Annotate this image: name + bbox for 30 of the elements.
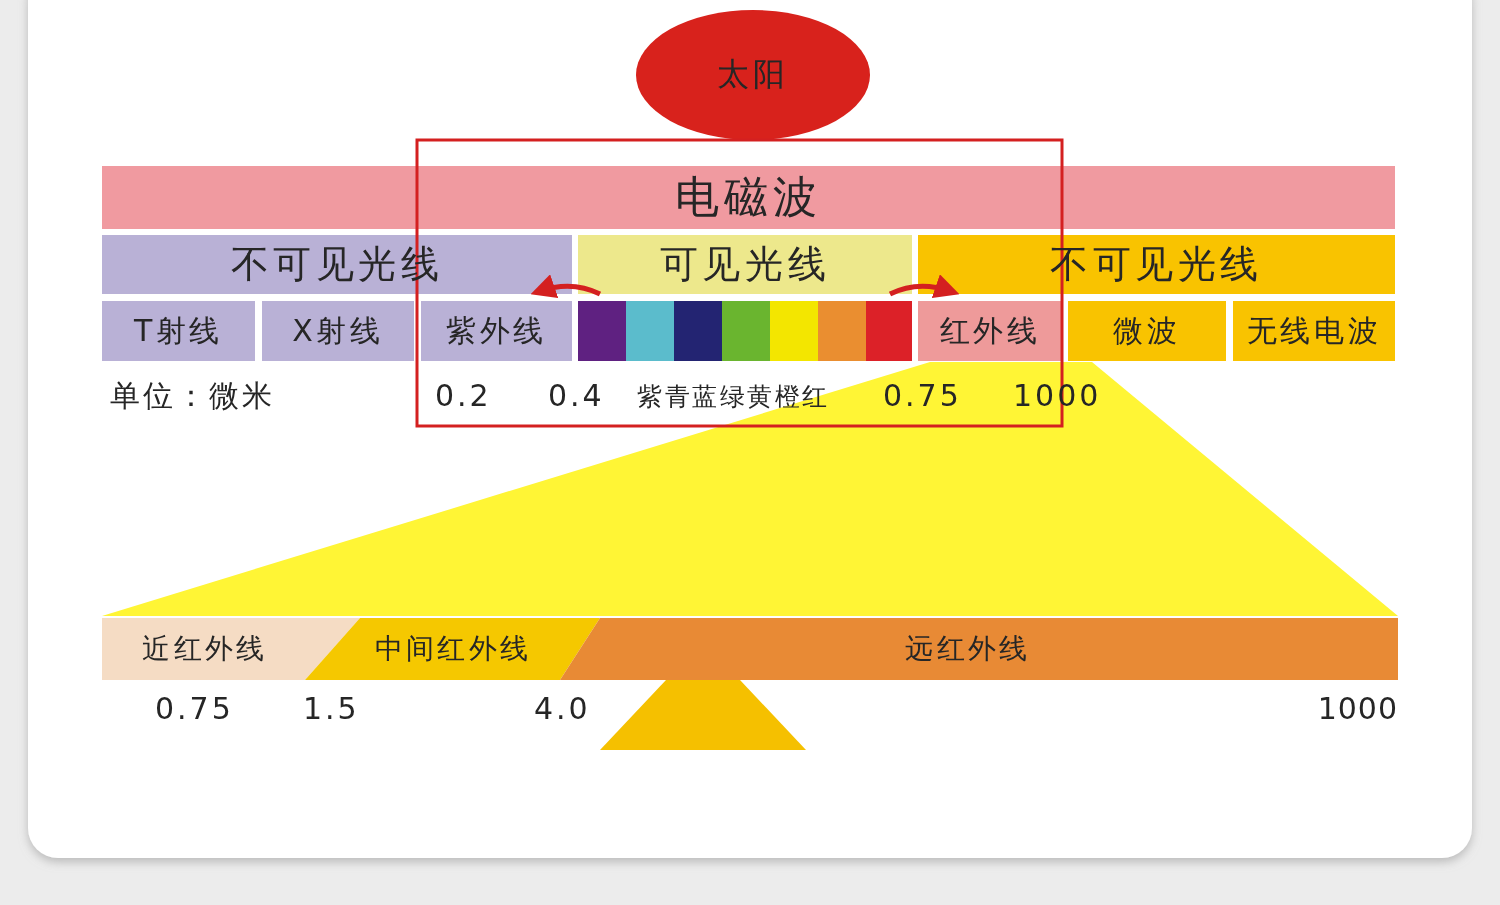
color-swatch	[818, 301, 866, 361]
unit-label: 单位：微米	[110, 381, 275, 411]
color-swatch	[722, 301, 770, 361]
wave-cell: 无线电波	[1233, 301, 1395, 361]
range-band: 远红外线	[560, 618, 1398, 680]
range-band: 近红外线	[102, 618, 360, 680]
wave-cell: T射线	[102, 301, 255, 361]
scale-value: 0.75	[883, 381, 962, 411]
curved-arrow	[888, 274, 960, 299]
scale-value: 0.2	[435, 381, 492, 411]
wave-cell: 紫外线	[421, 301, 572, 361]
scale-value: 0.75	[155, 694, 234, 724]
wave-cell: 红外线	[918, 301, 1062, 361]
wave-cell: 微波	[1068, 301, 1226, 361]
color-swatch	[770, 301, 818, 361]
scale-value: 4.0	[534, 694, 591, 724]
color-swatch	[866, 301, 912, 361]
spectrum-band: 电磁波	[102, 166, 1395, 229]
scale-value: 1.5	[303, 694, 360, 724]
curved-arrow	[530, 274, 602, 299]
color-swatch	[578, 301, 626, 361]
scale-value: 1000	[1317, 694, 1398, 724]
scale-value: 0.4	[548, 381, 605, 411]
category-band: 可见光线	[578, 235, 912, 294]
wave-cell: X射线	[262, 301, 414, 361]
range-band: 中间红外线	[305, 618, 600, 680]
color-sequence: 紫青蓝绿黄橙红	[637, 384, 830, 409]
sun-ellipse: 太阳	[636, 10, 870, 140]
color-swatch	[626, 301, 674, 361]
color-swatch	[674, 301, 722, 361]
